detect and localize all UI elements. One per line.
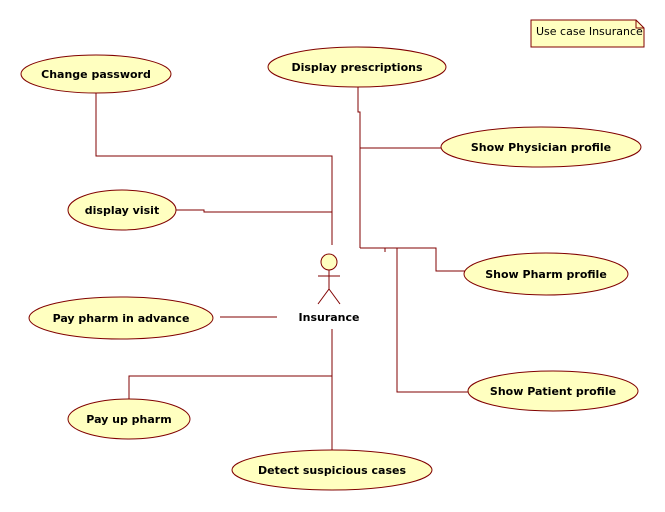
actor-left-leg <box>317 288 330 305</box>
connectors <box>95 87 470 450</box>
actor-name: Insurance <box>299 311 360 324</box>
use-case-label: Display prescriptions <box>291 61 422 74</box>
use-case-display-prescriptions[interactable]: Display prescriptions <box>267 46 447 88</box>
use-case-label: Change password <box>41 68 151 81</box>
connector-display-visit <box>176 209 332 213</box>
use-case-label: Pay pharm in advance <box>53 312 190 325</box>
use-case-show-pharm-profile[interactable]: Show Pharm profile <box>463 252 629 296</box>
use-case-label: Show Patient profile <box>490 385 616 398</box>
use-case-label: Detect suspicious cases <box>258 464 406 477</box>
connector-pay-up-pharm <box>128 375 332 400</box>
actor-head-icon <box>320 253 338 271</box>
use-case-label: Show Pharm profile <box>485 268 607 281</box>
use-case-change-password[interactable]: Change password <box>20 54 172 94</box>
use-case-show-physician-profile[interactable]: Show Physician profile <box>440 126 642 168</box>
use-case-pay-pharm-in-advance[interactable]: Pay pharm in advance <box>28 296 214 340</box>
diagram-note[interactable]: Use case Insurance <box>530 19 645 48</box>
connector-show-pharm-profile <box>360 247 465 272</box>
actor-right-leg <box>328 288 341 305</box>
use-case-label: Show Physician profile <box>471 141 611 154</box>
use-case-display-visit[interactable]: display visit <box>67 189 177 231</box>
connector-change-password <box>95 92 333 245</box>
connector-display-prescriptions <box>357 87 361 248</box>
use-case-label: display visit <box>85 204 159 217</box>
note-text: Use case Insurance <box>536 25 643 38</box>
use-case-label: Pay up pharm <box>86 413 171 426</box>
use-case-detect-suspicious-cases[interactable]: Detect suspicious cases <box>231 449 433 491</box>
use-case-pay-up-pharm[interactable]: Pay up pharm <box>67 398 191 440</box>
actor-insurance[interactable]: Insurance <box>299 253 360 324</box>
use-case-show-patient-profile[interactable]: Show Patient profile <box>467 370 639 412</box>
connector-show-patient-profile <box>396 248 470 393</box>
